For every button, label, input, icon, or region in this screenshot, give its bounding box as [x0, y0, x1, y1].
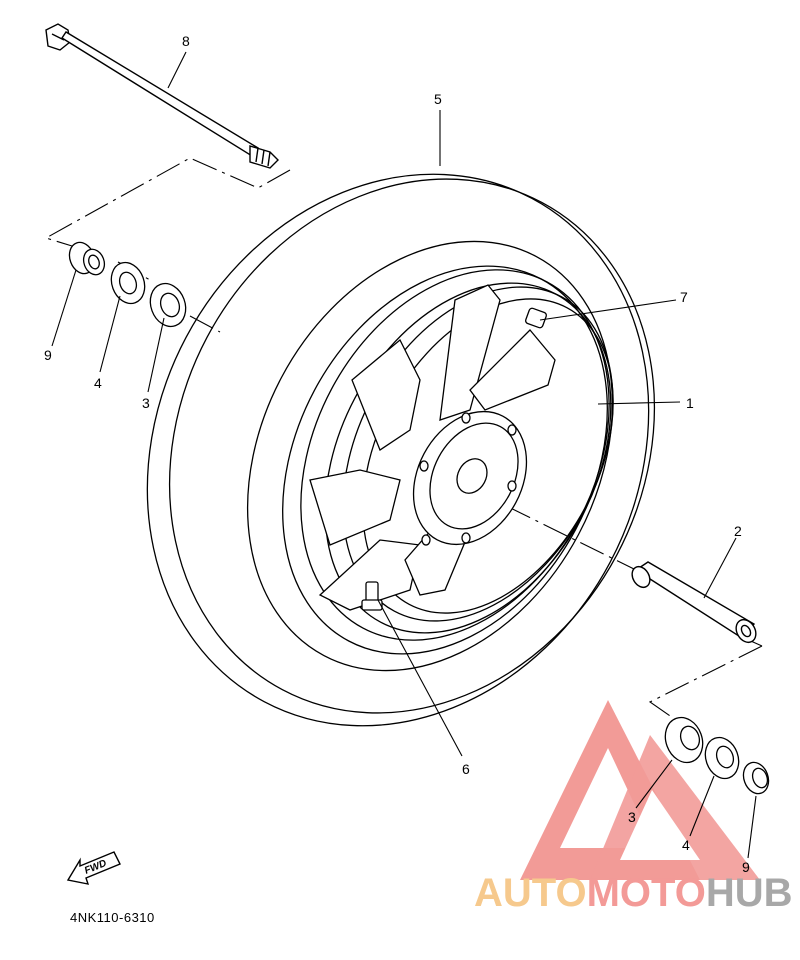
- callout-8: 8: [182, 33, 190, 49]
- collar-9-right: [742, 761, 770, 795]
- callout-labels: 8 5 7 1 2 9 4 3 6 3 4 9: [44, 33, 750, 875]
- bearing-3-left: [149, 282, 187, 328]
- callout-3-right: 3: [628, 809, 636, 825]
- watermark-moto: MOTO: [587, 871, 706, 915]
- alignment-lines: [44, 157, 763, 721]
- spacer-2: [631, 561, 757, 644]
- oil-seal-4-right: [704, 736, 740, 780]
- wheel-hub: [412, 410, 528, 546]
- part-code: 4NK110-6310: [70, 910, 155, 925]
- watermark-logo: [520, 700, 760, 880]
- callout-2: 2: [734, 523, 742, 539]
- callout-4-left: 4: [94, 375, 102, 391]
- balance-weight-7: [525, 307, 547, 329]
- callout-9-left: 9: [44, 347, 52, 363]
- callout-4-right: 4: [682, 837, 690, 853]
- callout-9-right: 9: [742, 859, 750, 875]
- callout-7: 7: [680, 289, 688, 305]
- svg-text:AUTOMOTOHUB: AUTOMOTOHUB: [474, 871, 793, 915]
- wheel-spokes: [309, 284, 556, 611]
- rim-1: [282, 265, 614, 655]
- tire-5: [146, 173, 656, 727]
- collar-9-left: [68, 241, 106, 276]
- callout-5: 5: [434, 91, 442, 107]
- oil-seal-4-left: [110, 261, 146, 305]
- watermark-hub: HUB: [706, 871, 793, 915]
- fwd-arrow-icon: FWD: [66, 851, 121, 885]
- watermark-auto: AUTO: [474, 871, 587, 915]
- watermark-wordmark: AUTOMOTOHUB: [474, 871, 793, 915]
- callout-1: 1: [686, 395, 694, 411]
- bearing-3-right: [664, 716, 704, 764]
- callout-3-left: 3: [142, 395, 150, 411]
- front-axle-8: [45, 23, 279, 169]
- callout-6: 6: [462, 761, 470, 777]
- valve-6: [361, 581, 383, 611]
- leader-lines: [51, 51, 757, 859]
